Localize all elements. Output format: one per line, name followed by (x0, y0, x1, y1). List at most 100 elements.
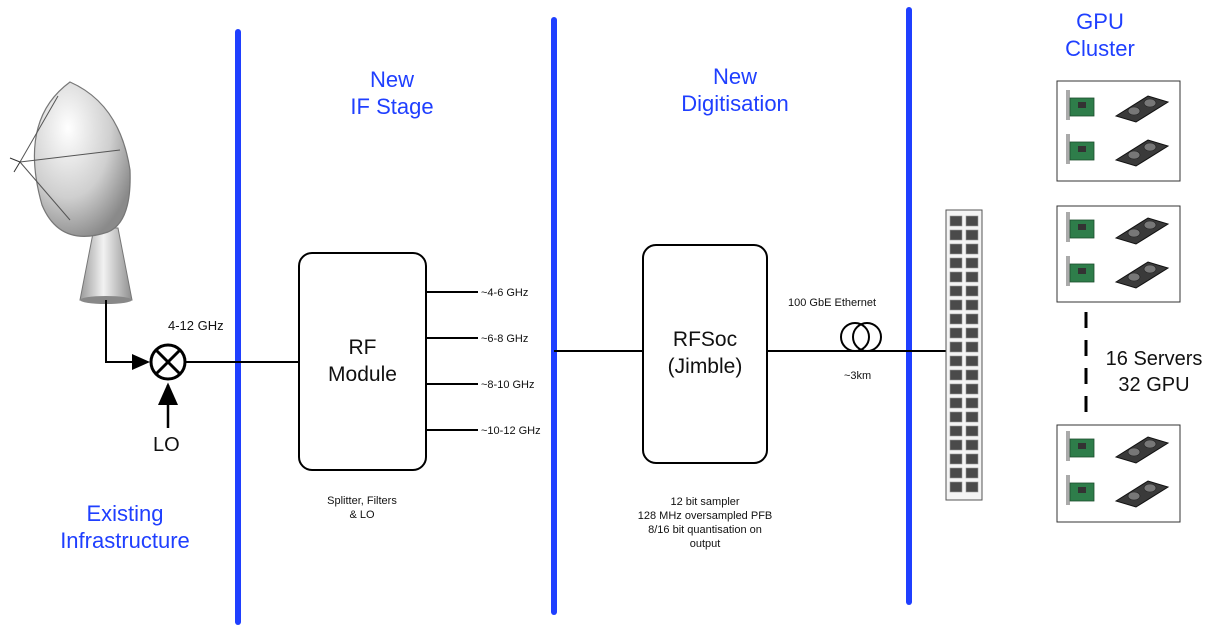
gpu-card-icon (1114, 95, 1170, 123)
input-band-label: 4-12 GHz (168, 318, 224, 333)
cluster-summary: 16 Servers 32 GPU (1094, 346, 1214, 398)
switch-port (965, 355, 979, 367)
mixer-icon (149, 343, 187, 381)
network-card-icon (1066, 90, 1095, 120)
network-card-icon (1066, 475, 1095, 505)
switch-port (965, 243, 979, 255)
rf-output-label-2: ~6-8 GHz (481, 333, 529, 345)
switch-port (949, 397, 963, 409)
switch-port (949, 229, 963, 241)
label-gpu-cluster: GPU Cluster (1040, 8, 1160, 62)
switch-port (949, 299, 963, 311)
caption-line: & LO (349, 509, 375, 521)
antenna-feed-line (105, 300, 150, 370)
ethernet-label: 100 GbE Ethernet (788, 297, 877, 309)
label-line: Digitisation (681, 91, 789, 116)
gpu-server-box-3 (1056, 424, 1181, 523)
title-line: Module (328, 363, 397, 386)
label-line: Infrastructure (60, 528, 190, 553)
switch-port (965, 425, 979, 437)
switch-port (949, 285, 963, 297)
switch-port (965, 327, 979, 339)
label-line: GPU (1076, 9, 1124, 34)
label-digitisation: New Digitisation (660, 63, 810, 117)
switch-port (965, 215, 979, 227)
gpu-card-icon (1114, 480, 1170, 508)
switch-port (965, 467, 979, 479)
summary-line: 16 Servers (1105, 348, 1203, 370)
gpu-card-icon (1114, 261, 1170, 289)
rf-module-title: RF Module (299, 334, 426, 388)
caption-line: 128 MHz oversampled PFB (637, 510, 773, 522)
switch-port (949, 341, 963, 353)
label-existing-infrastructure: Existing Infrastructure (40, 500, 210, 554)
switch-port (949, 313, 963, 325)
switch-port (949, 355, 963, 367)
switch-port (949, 383, 963, 395)
switch-port (965, 481, 979, 493)
switch-port (949, 327, 963, 339)
switch-port (965, 257, 979, 269)
switch-port (965, 383, 979, 395)
gpu-server-box-1 (1056, 80, 1181, 182)
switch-port (949, 467, 963, 479)
switch-port (965, 229, 979, 241)
gpu-card-icon (1114, 139, 1170, 167)
switch-port (949, 215, 963, 227)
switch-port (949, 243, 963, 255)
rf-output-label-1: ~4-6 GHz (481, 287, 529, 299)
switch-port (949, 453, 963, 465)
rfsoc-caption: 12 bit sampler 128 MHz oversampled PFB 8… (610, 495, 800, 551)
switch-port (949, 439, 963, 451)
switch-port (965, 285, 979, 297)
lo-label: LO (153, 434, 180, 456)
network-card-icon (1066, 134, 1095, 164)
switch-port (949, 369, 963, 381)
label-line: New (712, 64, 757, 89)
dish-antenna-icon (9, 81, 133, 304)
rf-module-box (298, 252, 427, 471)
caption-line: Splitter, Filters (327, 495, 397, 507)
label-line: Existing (86, 501, 164, 526)
rf-output-lines (426, 291, 478, 431)
switch-port (965, 453, 979, 465)
summary-line: 32 GPU (1118, 374, 1190, 396)
caption-line: output (689, 538, 721, 550)
title-line: (Jimble) (667, 355, 743, 378)
network-card-icon (1066, 256, 1095, 286)
switch-port (965, 397, 979, 409)
gpu-card-icon (1114, 436, 1170, 464)
switch-port (965, 341, 979, 353)
title-line: RF (348, 336, 377, 359)
fiber-coil-icon (840, 322, 882, 352)
label-line: New (369, 67, 414, 92)
switch-port (965, 439, 979, 451)
rf-output-label-3: ~8-10 GHz (481, 379, 535, 391)
switch-port (949, 257, 963, 269)
switch-port (965, 411, 979, 423)
network-card-icon (1066, 431, 1095, 461)
switch-port (949, 411, 963, 423)
switch-port (949, 481, 963, 493)
switch-port (949, 271, 963, 283)
caption-line: 8/16 bit quantisation on (648, 524, 762, 536)
label-if-stage: New IF Stage (330, 66, 454, 120)
distance-label: ~3km (844, 370, 872, 382)
rf-output-label-4: ~10-12 GHz (481, 425, 541, 437)
label-line: Cluster (1065, 36, 1135, 61)
rf-module-caption: Splitter, Filters & LO (282, 494, 442, 522)
label-line: IF Stage (350, 94, 434, 119)
switch-port (965, 271, 979, 283)
gpu-server-box-2 (1056, 205, 1181, 303)
switch-port (965, 299, 979, 311)
rfsoc-title: RFSoc (Jimble) (643, 326, 767, 380)
switch-port (949, 425, 963, 437)
rfsoc-box (642, 244, 768, 464)
title-line: RFSoc (672, 328, 738, 351)
network-card-icon (1066, 212, 1095, 242)
switch-port (965, 313, 979, 325)
network-switch-icon (945, 209, 983, 501)
switch-port (965, 369, 979, 381)
